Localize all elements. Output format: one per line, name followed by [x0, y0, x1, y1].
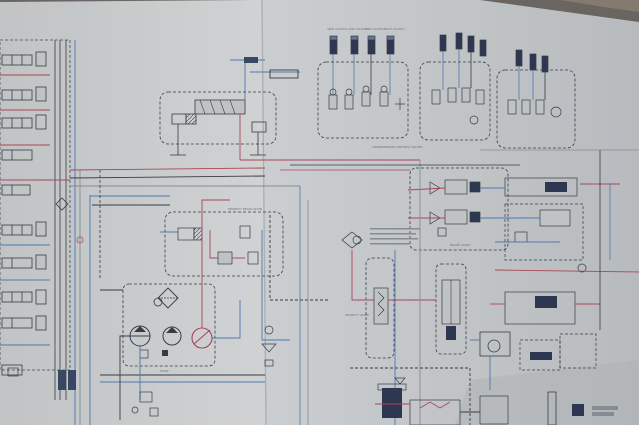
pump-label: PUMP: [160, 369, 169, 373]
lower-centre-components: [131, 325, 277, 417]
clutch-group-right: [419, 32, 576, 149]
clutch-group: 4WD CLUTCH LOW CLUTCH MED CLUTCH HIGH CL…: [317, 27, 423, 149]
centre-note-block: [341, 228, 420, 249]
brake-valve-label: BRAKE VALVE: [450, 243, 470, 247]
priority-regulation-label: PRIORITY REGULATION: [228, 207, 262, 211]
priority-valve: PRIORITY VALVE: [345, 257, 467, 359]
table-edge: [0, 0, 639, 12]
priority-colored-lines: [350, 160, 471, 425]
priority-valve-label: PRIORITY VALVE: [345, 313, 369, 317]
clutch-label-2: LOW CLUTCH: [348, 27, 368, 31]
left-colored-lines: [0, 40, 91, 425]
page-fold: [261, 0, 267, 425]
transmission-valves-label: TRANSMISSION CONTROL VALVES: [371, 145, 423, 149]
clutch-label-4: HIGH CLUTCH: [384, 27, 405, 31]
clutch-label-3: MED CLUTCH: [365, 27, 385, 31]
clutch-label-1: 4WD CLUTCH: [327, 27, 347, 31]
left-bottom-components: [7, 236, 84, 390]
left-valve-stack: [0, 39, 71, 400]
top-pressure-colored: [230, 57, 420, 161]
brake-colored-lines: [407, 183, 639, 273]
bottom-right-colored: [375, 303, 600, 413]
bottom-right-components: [377, 291, 618, 425]
priority-regulation: PRIORITY REGULATION: [160, 207, 330, 341]
mid-horizontal-lines: [69, 167, 300, 383]
top-pressure-unit: [159, 91, 277, 156]
brake-valve-area: BRAKE VALVE: [409, 167, 587, 273]
pump-colored-lines: [100, 199, 241, 420]
long-signal-lines: [99, 149, 639, 425]
